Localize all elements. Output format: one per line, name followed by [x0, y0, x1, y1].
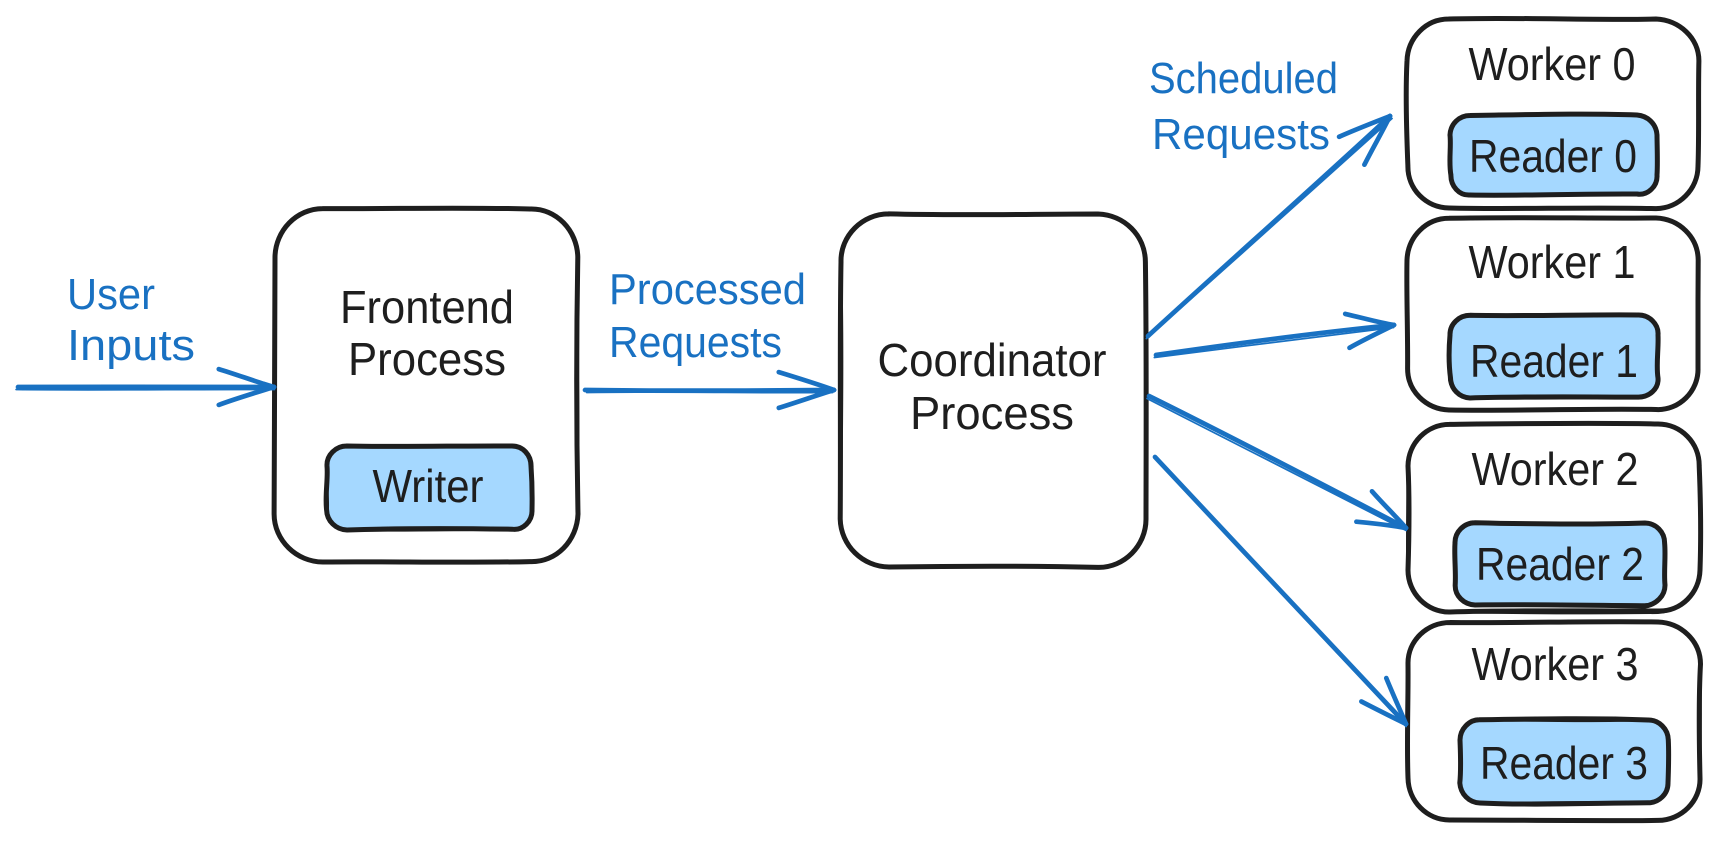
svg-text:Worker 1: Worker 1 — [1469, 236, 1636, 288]
svg-text:Processed: Processed — [609, 265, 806, 314]
svg-text:Coordinator: Coordinator — [878, 334, 1107, 386]
svg-text:Inputs: Inputs — [67, 321, 195, 370]
svg-text:Reader 0: Reader 0 — [1469, 130, 1637, 182]
svg-text:Frontend: Frontend — [340, 281, 514, 333]
svg-text:Worker 3: Worker 3 — [1472, 638, 1639, 690]
svg-text:Process: Process — [348, 333, 506, 385]
svg-text:Reader 3: Reader 3 — [1480, 737, 1648, 789]
svg-text:Requests: Requests — [1152, 110, 1330, 159]
svg-text:Reader 2: Reader 2 — [1476, 538, 1644, 590]
svg-text:Reader 1: Reader 1 — [1470, 335, 1638, 387]
svg-text:Worker 2: Worker 2 — [1472, 443, 1639, 495]
svg-text:Scheduled: Scheduled — [1149, 54, 1338, 103]
svg-text:User: User — [67, 270, 155, 319]
svg-text:Worker 0: Worker 0 — [1469, 38, 1636, 90]
svg-text:Process: Process — [910, 387, 1074, 439]
svg-text:Requests: Requests — [609, 318, 782, 367]
svg-text:Writer: Writer — [373, 460, 484, 512]
